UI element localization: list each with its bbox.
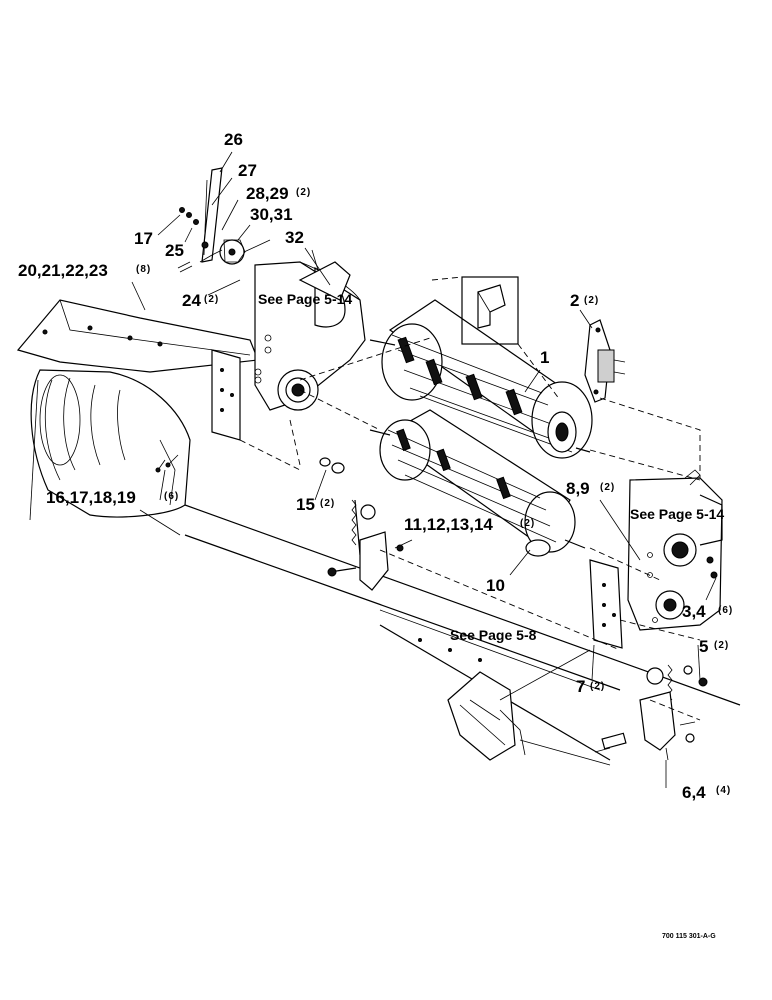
see-page-ref-bottom: See Page 5-8: [450, 627, 537, 643]
callout-2-qty: (2): [584, 295, 599, 306]
callout-2: 2: [570, 291, 579, 310]
callout-28-29: 28,29: [246, 184, 289, 203]
left-tensioner: [319, 457, 413, 591]
callout-6-4: 6,4: [682, 783, 706, 802]
callout-8-9: 8,9: [566, 479, 590, 498]
callout-17: 17: [134, 229, 153, 248]
callout-16-19: 16,17,18,19: [46, 488, 136, 507]
callout-6-4-qty: (4): [716, 785, 731, 796]
figure-id: 700 115 301-A-G: [662, 933, 716, 940]
right-tensioner: [594, 664, 708, 761]
callout-8-9-qty: (2): [600, 482, 615, 493]
lower-bracket: [447, 671, 526, 761]
callout-10: 10: [486, 576, 505, 595]
bracket-2: [584, 319, 626, 403]
callout-20-23-qty: (8): [136, 264, 151, 275]
left-gearbox: [254, 247, 366, 411]
callout-20-23: 20,21,22,23: [18, 261, 108, 280]
callout-24-qty: (2): [204, 294, 219, 305]
callout-30-31: 30,31: [250, 205, 293, 224]
adjust-lever: [177, 167, 246, 273]
inset-detail: [461, 276, 519, 345]
callout-5-qty: (2): [714, 640, 729, 651]
callout-3-4: 3,4: [682, 602, 706, 621]
left-frame-housing: [16, 299, 259, 536]
callout-7-qty: (2): [590, 681, 605, 692]
callout-labels: 26 27 28,29 (2) 30,31 17 32 25 20,21,22,…: [18, 130, 733, 802]
assembly-lines: [239, 276, 701, 721]
callout-11-14: 11,12,13,14: [404, 515, 493, 534]
left-wear-plate: [211, 349, 241, 441]
callout-15: 15: [296, 495, 315, 514]
callout-26: 26: [224, 130, 243, 149]
callout-15-qty: (2): [320, 498, 335, 509]
callout-16-19-qty: (6): [164, 491, 179, 502]
callout-11-14-qty: (2): [520, 518, 535, 529]
bolts-16-19: [155, 454, 179, 473]
callout-1: 1: [540, 348, 549, 367]
upper-feed-roll: [369, 299, 593, 459]
callout-25: 25: [165, 241, 184, 260]
leader-lines: [131, 151, 717, 788]
right-wear-plate: [589, 559, 623, 649]
callout-24: 24: [182, 291, 201, 310]
callout-5: 5: [699, 637, 708, 656]
callout-27: 27: [238, 161, 257, 180]
see-page-ref-left: See Page 5-14: [258, 291, 352, 307]
callout-3-4-qty: (6): [718, 605, 733, 616]
right-gearbox: [627, 469, 723, 631]
page-references: See Page 5-14 See Page 5-14 See Page 5-8: [258, 291, 724, 643]
lower-feed-roll: [369, 409, 586, 557]
callout-32: 32: [285, 228, 304, 247]
callout-7: 7: [576, 677, 585, 696]
callout-28-29-qty: (2): [296, 187, 311, 198]
see-page-ref-right: See Page 5-14: [630, 506, 724, 522]
